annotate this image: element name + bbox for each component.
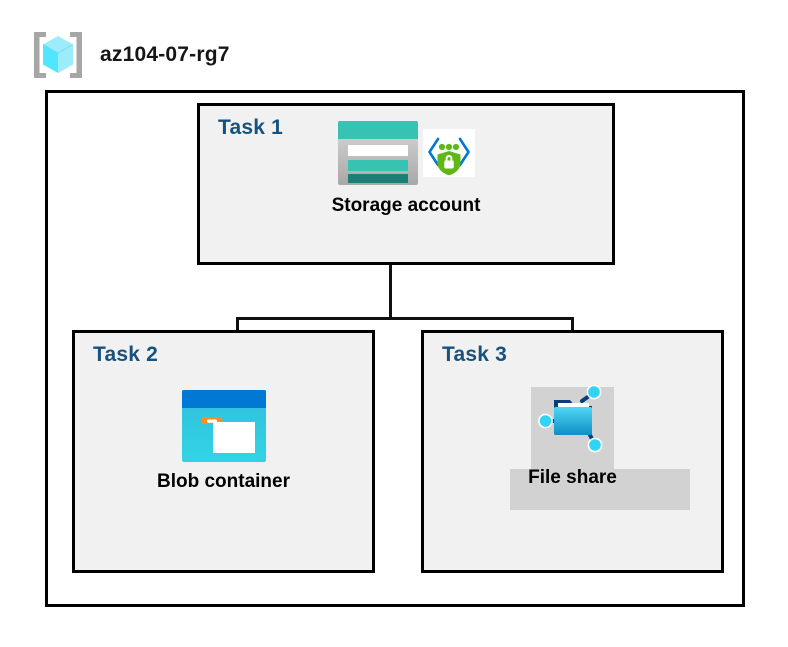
storage-account-caption: Storage account [331, 195, 481, 216]
task-3-label: Task 3 [442, 343, 508, 366]
blob-container-icon [180, 388, 268, 464]
resource-group-header: az104-07-rg7 [30, 26, 450, 84]
resource-group-icon [30, 29, 86, 81]
file-share-icon-group [537, 383, 609, 457]
storage-account-node: Storage account [197, 118, 615, 217]
task-2-label: Task 2 [93, 343, 159, 366]
private-endpoint-icon [421, 127, 477, 179]
blob-container-icon-group [180, 388, 268, 464]
resource-group-name: az104-07-rg7 [100, 43, 230, 66]
file-share-caption: File share [528, 467, 617, 488]
file-share-node: File share [421, 383, 724, 489]
blob-container-caption: Blob container [156, 471, 290, 492]
storage-account-icon [335, 118, 421, 188]
file-share-icon [537, 383, 609, 457]
file-share-label-backdrop [510, 469, 690, 510]
resource-group-boundary [45, 90, 745, 607]
storage-account-icon-group [335, 118, 477, 188]
task-1-label: Task 1 [218, 116, 284, 139]
blob-container-node: Blob container [72, 388, 375, 493]
connector-horizontal-bus [236, 317, 574, 320]
